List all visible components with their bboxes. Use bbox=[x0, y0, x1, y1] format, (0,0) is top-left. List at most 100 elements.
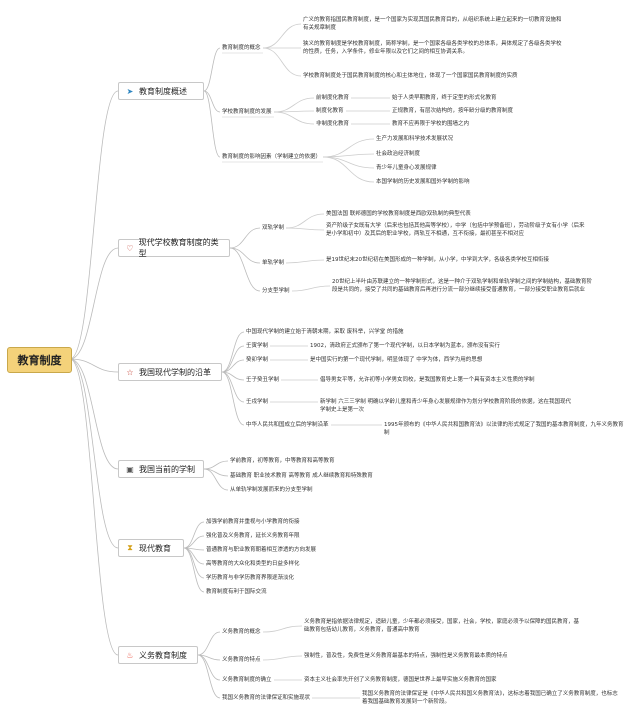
leaf-text: 社会政治经济制度 bbox=[376, 151, 421, 157]
subtopic-label[interactable]: 非制度化教育 bbox=[316, 121, 350, 127]
leaf-text: 教育不应再限于学校的围墙之内 bbox=[392, 121, 470, 127]
leaf-text: 强制性，普及性，免费性是义务教育最基本的特点，强制性是义务教育最本质的特点 bbox=[304, 653, 508, 659]
branch-node[interactable]: ♡ 现代学校教育制度的类型 bbox=[118, 238, 230, 258]
branch-label: 现代学校教育制度的类型 bbox=[138, 238, 219, 258]
subtopic-label[interactable]: 中华人民共和国成立后的学制沿革 bbox=[246, 422, 329, 428]
leaf-text: 我国义务教育的法律保证是《中华人民共和国义务教育法》，这标志着我国已确立了义务教… bbox=[362, 691, 618, 705]
connector-line bbox=[69, 90, 119, 360]
paper-plane-icon: ➤ bbox=[126, 86, 134, 96]
leaf-text: 是19世纪末20世纪初在美国形成的一种学制，从小学，中学到大学，各级各类学校互相… bbox=[326, 257, 549, 263]
subtopic-label[interactable]: 中国现代学制的建立始于清朝末期，采取 废科举，兴学堂 的措施 bbox=[246, 329, 404, 335]
leaf-text: 学校教育制度处于国民教育制度的核心和主体地位，体现了一个国家国民教育制度的实质 bbox=[303, 73, 518, 79]
branch-label: 现代教育 bbox=[139, 543, 171, 553]
root-node[interactable]: 教育制度 bbox=[7, 347, 72, 373]
leaf-text: 生产力发展和科学技术发展状况 bbox=[376, 136, 454, 142]
connector-line bbox=[197, 631, 221, 656]
leaf-text: 高等教育的大众化和类型的日益多样化 bbox=[206, 561, 300, 567]
leaf-text: 广义的教育指国民教育制度，是一个国家为实现其国民教育目的，从组织系统上建立起来的… bbox=[303, 17, 562, 31]
branch-label: 义务教育制度 bbox=[139, 650, 187, 660]
connector-line bbox=[262, 47, 302, 77]
star-icon: ☆ bbox=[126, 367, 134, 377]
subtopic-label[interactable]: 义务教育的概念 bbox=[222, 629, 261, 635]
connector-line bbox=[322, 156, 375, 183]
connector-line bbox=[262, 625, 303, 633]
flame-icon: ♨ bbox=[126, 650, 134, 660]
connector-line bbox=[229, 247, 261, 292]
leaf-text: 新学制 六三三学制 明确以学龄儿童和青少年身心发展规律作为划分学校教育阶段的依据… bbox=[320, 399, 572, 413]
subtopic-label[interactable]: 我国义务教育的法律保证和实施现状 bbox=[222, 695, 311, 701]
connector-line bbox=[229, 247, 261, 264]
leaf-text: 义务教育是指依据法律规定，适龄儿童，少年都必须接受，国家，社会，学校，家庭必须予… bbox=[304, 619, 580, 633]
leaf-text: 基础教育 职业技术教育 高等教育 成人继续教育和特殊教育 bbox=[230, 473, 373, 479]
connector-line bbox=[183, 547, 205, 565]
connector-line bbox=[69, 358, 119, 470]
leaf-text: 资本主义社会率先开创了义务教育制度，德国是世界上最早实施义务教育的国家 bbox=[304, 677, 497, 683]
branch-node[interactable]: ⧗现代教育 bbox=[118, 539, 184, 557]
leaf-text: 美国法国 联邦德国的学校教育制度是西欧双轨制的典型代表 bbox=[326, 211, 471, 217]
leaf-text: 狭义的教育制度是学校教育制度，简称学制，是一个国家各级各类学校的总体系，具体规定… bbox=[303, 41, 562, 55]
subtopic-label[interactable]: 壬戌学制 bbox=[246, 399, 269, 405]
leaf-text: 青少年儿童身心发展规律 bbox=[376, 165, 437, 171]
connector-line bbox=[203, 460, 229, 470]
subtopic-label[interactable]: 制度化教育 bbox=[316, 108, 344, 114]
connector-line bbox=[273, 97, 315, 113]
subtopic-label[interactable]: 义务教育制度的确立 bbox=[222, 677, 272, 683]
branch-node[interactable]: ➤ 教育制度概述 bbox=[118, 82, 204, 100]
connector-line bbox=[203, 468, 229, 491]
subtopic-label[interactable]: 单轨学制 bbox=[262, 260, 285, 266]
connector-line bbox=[322, 138, 375, 158]
connector-line bbox=[322, 156, 375, 169]
subtopic-label[interactable]: 义务教育的特点 bbox=[222, 657, 261, 663]
connector-line bbox=[285, 213, 325, 229]
leaf-text: 资产阶级子女既有大学（后来也包括其他高等学校），中学（包括中学预备班），劳动阶级… bbox=[326, 223, 585, 237]
branch-label: 我国现代学制的沿革 bbox=[139, 367, 211, 377]
connector-line bbox=[273, 111, 315, 125]
branch-node[interactable]: ▣ 我国当前的学制 bbox=[118, 460, 204, 478]
connector-line bbox=[69, 358, 119, 549]
leaf-text: 强化普及义务教育，延长义务教育年限 bbox=[206, 533, 300, 539]
connector-line bbox=[221, 331, 245, 373]
leaf-text: 始于人类早期教育，终于定型的形式化教育 bbox=[392, 95, 497, 101]
connector-line bbox=[203, 47, 221, 92]
connector-line bbox=[69, 358, 119, 656]
connector-line bbox=[322, 153, 375, 158]
branch-label: 我国当前的学制 bbox=[139, 464, 195, 474]
subtopic-label[interactable]: 学校教育制度的发展 bbox=[222, 109, 272, 115]
connector-line bbox=[183, 547, 205, 579]
leaf-text: 20世纪上半叶由苏联建立的一种学制形式，这是一种介于双轨学制和单轨学制之间的学制… bbox=[332, 279, 593, 293]
connector-line bbox=[221, 371, 245, 426]
leaf-text: 1902，清政府正式颁布了第一个现代学制，以日本学制为蓝本，颁布没有实行 bbox=[310, 343, 500, 349]
leaf-text: 教育制度有利于国际交流 bbox=[206, 589, 267, 595]
connector-line bbox=[262, 655, 303, 661]
leaf-text: 从单轨学制发展而来的分支型学制 bbox=[230, 487, 313, 493]
leaf-text: 本国学制的历史发展和国外学制的影响 bbox=[376, 179, 470, 185]
connector-line bbox=[285, 259, 325, 264]
connector-line bbox=[69, 358, 119, 373]
subtopic-label[interactable]: 教育制度的影响因素（学制建立的依据） bbox=[222, 154, 322, 160]
connector-line bbox=[291, 285, 331, 292]
subtopic-label[interactable]: 壬寅学制 bbox=[246, 343, 269, 349]
subtopic-label[interactable]: 癸卯学制 bbox=[246, 357, 269, 363]
connector-line bbox=[262, 23, 302, 49]
connector-line bbox=[197, 654, 221, 699]
connector-line bbox=[69, 247, 119, 360]
leaf-text: 是中国实行的第一个现代学制，明显体现了 中学为体，西学为用的思想 bbox=[310, 357, 483, 363]
leaf-text: 加强学前教育并重视与小学教育的衔接 bbox=[206, 519, 300, 525]
heart-icon: ♡ bbox=[126, 243, 134, 253]
leaf-text: 学前教育，初等教育，中等教育和高等教育 bbox=[230, 458, 335, 464]
subtopic-label[interactable]: 教育制度的概念 bbox=[222, 45, 261, 51]
leaf-text: 学历教育与非学历教育界限逐渐淡化 bbox=[206, 575, 295, 581]
subtopic-label[interactable]: 分支型学制 bbox=[262, 288, 290, 294]
branch-node[interactable]: ☆ 我国现代学制的沿革 bbox=[118, 363, 222, 381]
connector-line bbox=[229, 227, 261, 249]
branch-node[interactable]: ♨ 义务教育制度 bbox=[118, 646, 198, 664]
leaf-text: 1995年颁布的《中华人民共和国教育法》以法律的形式规定了我国的基本教育制度，九… bbox=[384, 422, 624, 436]
connector-line bbox=[221, 359, 245, 373]
subtopic-label[interactable]: 壬子癸丑学制 bbox=[246, 377, 280, 383]
subtopic-label[interactable]: 双轨学制 bbox=[262, 225, 285, 231]
connector-line bbox=[183, 521, 205, 549]
leaf-text: 普通教育与职业教育朝着相互渗透的方向发展 bbox=[206, 547, 317, 553]
branch-label: 教育制度概述 bbox=[139, 86, 187, 96]
folder-icon: ▣ bbox=[126, 464, 134, 474]
subtopic-label[interactable]: 前制度化教育 bbox=[316, 95, 350, 101]
